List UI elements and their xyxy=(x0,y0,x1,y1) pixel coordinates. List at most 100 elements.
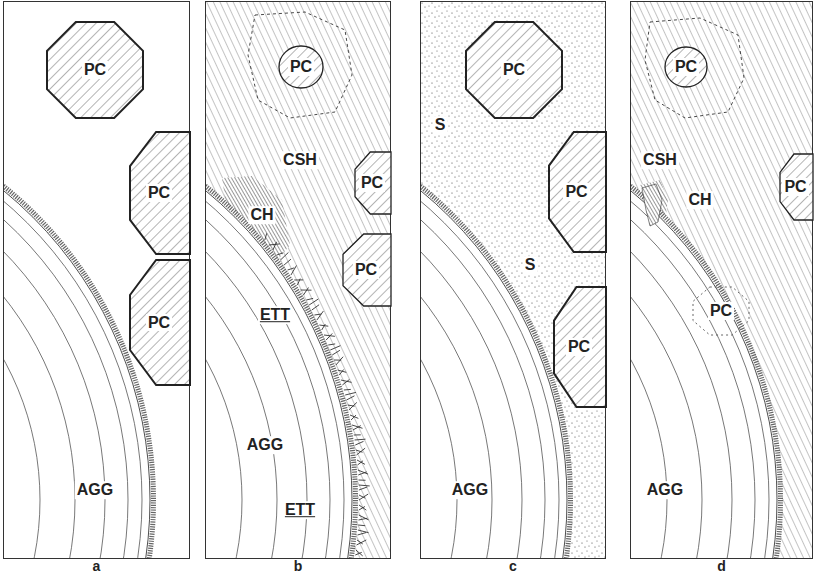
cement-particle: PC xyxy=(549,132,604,252)
particle-label: PC xyxy=(782,178,808,196)
cement-particle: PC xyxy=(466,22,562,118)
particle-shape xyxy=(549,132,606,252)
phase-label: CH xyxy=(248,206,275,224)
ett-needle xyxy=(357,460,365,464)
phase-label: AGG xyxy=(75,481,115,499)
cement-particle: PC xyxy=(554,287,604,407)
cement-particle: PC xyxy=(130,260,188,385)
ett-needle xyxy=(294,279,303,280)
cement-particle: PC xyxy=(343,234,389,306)
phase-label: AGG xyxy=(245,436,285,454)
ett-needle xyxy=(356,550,363,556)
panel-letter: d xyxy=(717,559,726,574)
ett-needle xyxy=(356,448,365,455)
ett-needle xyxy=(303,288,308,295)
ett-needle xyxy=(358,525,365,527)
ett-needle xyxy=(357,461,363,465)
particle-label: PC xyxy=(563,183,589,201)
phase-label: ETT xyxy=(258,306,292,324)
particle-shape xyxy=(693,287,749,335)
ett-needle xyxy=(336,357,343,365)
ett-needle xyxy=(359,485,370,487)
cement-particle: PC xyxy=(693,287,749,335)
ett-needle xyxy=(342,379,349,385)
phase-label: CSH xyxy=(281,151,319,169)
cement-particle: PC xyxy=(665,47,707,87)
particle-label: PC xyxy=(673,58,699,76)
particle-shape xyxy=(343,234,391,306)
ett-needle xyxy=(326,333,332,340)
ett-needle xyxy=(351,415,356,420)
ett-needle xyxy=(359,515,369,520)
phase-label: AGG xyxy=(645,481,685,499)
phase-label: AGG xyxy=(450,481,490,499)
ett-needle xyxy=(269,244,280,245)
phase-label: ETT xyxy=(283,501,317,519)
ett-needle xyxy=(339,370,343,375)
particle-label: PC xyxy=(501,61,527,79)
ett-needle xyxy=(359,507,365,510)
panel-frame: bPCPCPC xyxy=(205,1,391,559)
particle-shape xyxy=(130,132,190,254)
particle-shape xyxy=(665,47,707,87)
phase-label: CH xyxy=(686,191,713,209)
ett-needle xyxy=(288,268,295,270)
ett-needle xyxy=(346,396,354,400)
grain-ghost xyxy=(248,12,352,118)
ett-needle xyxy=(357,533,366,535)
ett-needle xyxy=(353,426,361,430)
ett-needle xyxy=(312,305,319,310)
ett-needle xyxy=(277,253,284,255)
panel-c-art xyxy=(420,1,606,559)
ett-needle xyxy=(344,389,351,391)
panel-b-art xyxy=(205,1,391,559)
particle-shape xyxy=(554,287,606,407)
aggregate xyxy=(630,95,782,559)
particle-label: PC xyxy=(288,58,314,76)
ett-needle xyxy=(284,259,291,265)
phase-label: S xyxy=(523,256,538,274)
particle-shape xyxy=(466,22,562,118)
particle-label: PC xyxy=(146,184,172,202)
grain-ghost xyxy=(645,18,744,118)
ett-needle xyxy=(349,402,357,410)
particle-label: PC xyxy=(146,314,172,332)
ch-crystal xyxy=(642,184,662,226)
ett-needle xyxy=(309,299,318,305)
particle-shape xyxy=(279,46,323,88)
panel-letter: b xyxy=(294,559,303,574)
ett-needle xyxy=(306,298,313,300)
particle-label: PC xyxy=(353,261,379,279)
particle-label: PC xyxy=(708,302,734,320)
ett-needle xyxy=(265,233,267,240)
panel-d-art xyxy=(630,1,813,559)
panel-frame: aPCPCPC xyxy=(3,1,190,559)
ett-needle xyxy=(359,487,367,490)
ett-needle xyxy=(359,494,368,500)
particle-label: PC xyxy=(82,61,108,79)
ett-needle xyxy=(356,540,366,545)
phase-label: CSH xyxy=(641,151,679,169)
particle-shape xyxy=(130,260,190,385)
ett-needle xyxy=(291,265,297,275)
phase-label: S xyxy=(433,116,448,134)
particle-label: PC xyxy=(359,174,385,192)
particle-label: PC xyxy=(566,338,592,356)
ett-needle xyxy=(273,242,277,250)
panel-frame: cPCPCPC xyxy=(420,1,606,559)
ett-needle xyxy=(317,311,323,320)
cement-particle: PC xyxy=(130,132,188,254)
aggregate xyxy=(205,95,357,559)
cement-particle: PC xyxy=(47,22,143,118)
ett-needle xyxy=(322,324,326,330)
ett-needle xyxy=(355,439,366,441)
ett-needle xyxy=(358,472,366,475)
ett-needle xyxy=(359,518,368,520)
ett-needle xyxy=(328,344,335,345)
ett-needle xyxy=(359,480,366,481)
panel-letter: a xyxy=(93,559,101,574)
cement-particle: PC xyxy=(279,46,323,88)
panel-letter: c xyxy=(509,559,517,574)
